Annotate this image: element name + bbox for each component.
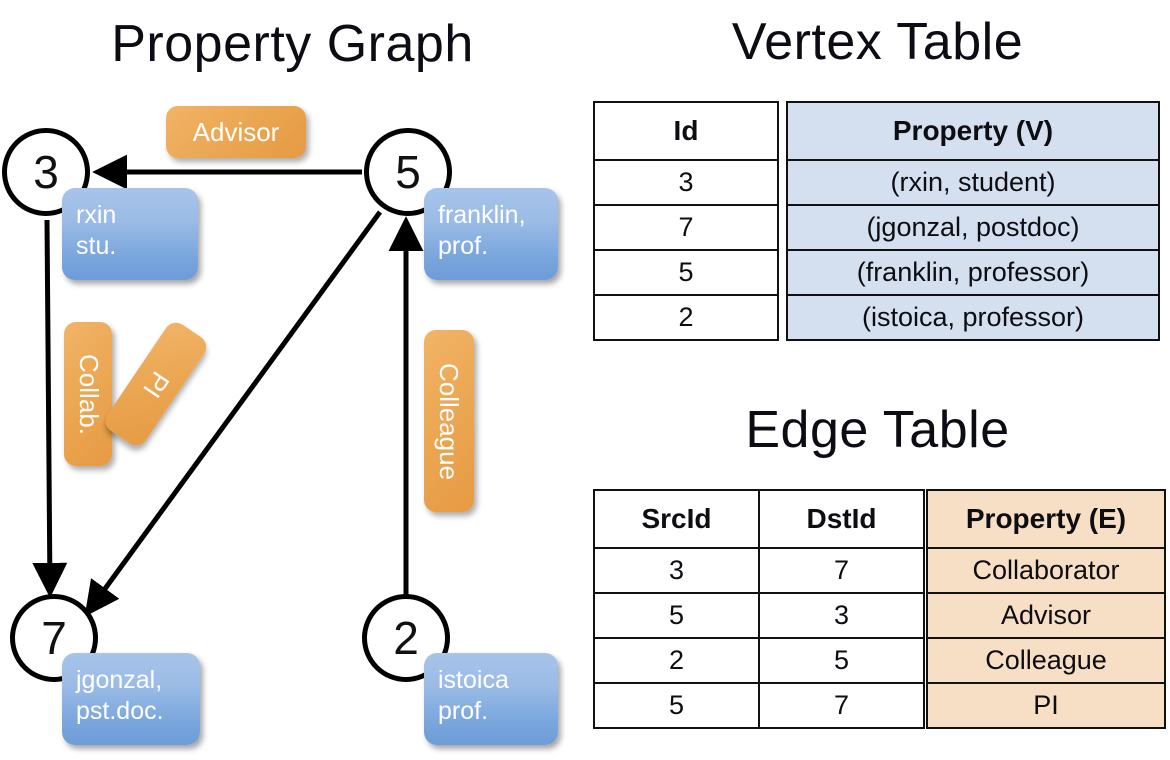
graph-edge-label-pi-text: PI: [137, 365, 176, 403]
vertex-cell-id: 5: [593, 249, 779, 296]
vertex-header-id: Id: [593, 101, 779, 161]
edge-header-property: Property (E): [926, 489, 1166, 549]
graph-edges-svg: [32, 154, 424, 617]
edge-cell-srcid: 2: [593, 637, 760, 684]
vertex-cell-property: (rxin, student): [786, 159, 1160, 206]
graph-edge-label-advisor-text: Advisor: [192, 116, 280, 147]
edge-cell-srcid: 5: [593, 592, 760, 639]
table-row[interactable]: 3: [593, 159, 779, 206]
graph-node-7-property-box: jgonzal, pst.doc.: [62, 653, 200, 745]
edge-cell-dstid: 5: [758, 637, 925, 684]
page-title-edge-table: Edge Table: [745, 401, 1010, 459]
table-row[interactable]: 7: [593, 204, 779, 251]
edge-cell-srcid: 5: [593, 682, 760, 729]
page-title-property-graph: Property Graph: [111, 15, 474, 73]
table-header-row: Id: [593, 101, 779, 161]
graph-node-7-label: 7: [41, 612, 67, 664]
table-row[interactable]: Colleague: [926, 637, 1166, 684]
edge-cell-dstid: 7: [758, 682, 925, 729]
table-header-row: Property (E): [926, 489, 1166, 549]
edge-table-id-columns: SrcId DstId 3 7 5 3 2 5 5 7: [593, 489, 925, 729]
page-title-vertex-table: Vertex Table: [731, 13, 1024, 71]
table-row[interactable]: 2: [593, 294, 779, 341]
edge-cell-property: Advisor: [926, 592, 1166, 639]
table-row[interactable]: Collaborator: [926, 547, 1166, 594]
graph-edge-label-collab: Collab.: [64, 322, 112, 466]
table-row[interactable]: 2 5: [593, 637, 925, 684]
table-row[interactable]: (franklin, professor): [786, 249, 1160, 296]
table-row[interactable]: (rxin, student): [786, 159, 1160, 206]
graph-node-2-label: 2: [393, 612, 419, 664]
vertex-cell-property: (jgonzal, postdoc): [786, 204, 1160, 251]
table-row[interactable]: 5 7: [593, 682, 925, 729]
graph-node-5[interactable]: 5: [364, 128, 452, 216]
edge-header-srcid: SrcId: [593, 489, 760, 549]
table-row[interactable]: 5: [593, 249, 779, 296]
table-row[interactable]: 3 7: [593, 547, 925, 594]
graph-node-5-label: 5: [395, 146, 421, 198]
edge-cell-dstid: 3: [758, 592, 925, 639]
vertex-cell-id: 3: [593, 159, 779, 206]
table-header-row: Property (V): [786, 101, 1160, 161]
property-graph-diagram: 3 5 7 2 rxin stu. franklin, prof. jgonza…: [2, 106, 558, 745]
edge-table-property-column: Property (E) Collaborator Advisor Collea…: [926, 489, 1166, 729]
edge-cell-dstid: 7: [758, 547, 925, 594]
table-row[interactable]: (istoica, professor): [786, 294, 1160, 341]
table-row[interactable]: (jgonzal, postdoc): [786, 204, 1160, 251]
graph-edge-label-collab-text: Collab.: [73, 353, 104, 435]
graph-node-3-label: 3: [33, 146, 59, 198]
edge-header-dstid: DstId: [758, 489, 925, 549]
edge-cell-property: Collaborator: [926, 547, 1166, 594]
vertex-table-id-column: Id 3 7 5 2: [593, 101, 779, 341]
graph-edge-5-to-7: [84, 210, 383, 617]
vertex-cell-property: (istoica, professor): [786, 294, 1160, 341]
table-header-row: SrcId DstId: [593, 489, 925, 549]
vertex-table-property-column: Property (V) (rxin, student) (jgonzal, p…: [786, 101, 1160, 341]
graph-edge-3-to-7: [32, 219, 68, 598]
graph-node-2[interactable]: 2: [362, 594, 450, 682]
graph-edge-label-advisor: Advisor: [166, 106, 306, 158]
graph-edge-label-colleague-text: Colleague: [434, 362, 465, 480]
edge-cell-srcid: 3: [593, 547, 760, 594]
table-row[interactable]: 5 3: [593, 592, 925, 639]
table-row[interactable]: Advisor: [926, 592, 1166, 639]
table-row[interactable]: PI: [926, 682, 1166, 729]
vertex-header-property: Property (V): [786, 101, 1160, 161]
vertex-cell-id: 2: [593, 294, 779, 341]
graph-node-3-property-box: rxin stu.: [62, 188, 198, 280]
graph-edge-label-colleague: Colleague: [424, 330, 474, 512]
graph-node-5-property-box: franklin, prof.: [424, 188, 558, 280]
edge-cell-property: Colleague: [926, 637, 1166, 684]
vertex-cell-id: 7: [593, 204, 779, 251]
vertex-cell-property: (franklin, professor): [786, 249, 1160, 296]
graph-node-2-property-box: istoica prof.: [424, 653, 558, 745]
edge-cell-property: PI: [926, 682, 1166, 729]
